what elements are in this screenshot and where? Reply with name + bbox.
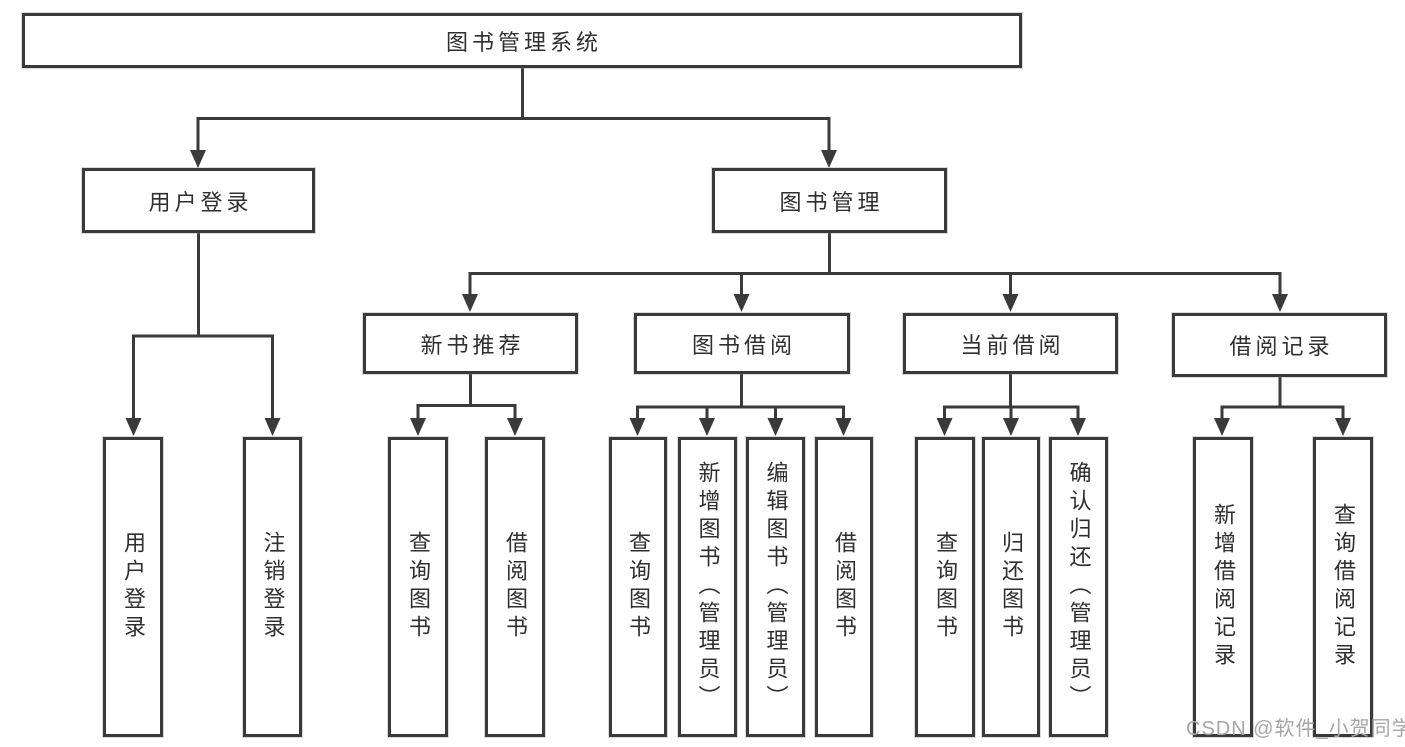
- node-label: 借阅图书: [832, 531, 857, 643]
- node-label: 用户登录: [121, 531, 146, 643]
- node-label: 归还图书: [999, 531, 1024, 643]
- leaf-logout: 注销登录: [243, 437, 302, 737]
- leaf-current-query-books: 查询图书: [915, 437, 975, 737]
- node-label: 当前借阅: [960, 332, 1065, 358]
- node-label: 编辑图书（管理员）: [763, 461, 789, 713]
- leaf-add-borrow-record: 新增借阅记录: [1193, 437, 1253, 737]
- node-label: 确认归还（管理员）: [1066, 461, 1092, 713]
- node-label: 新书推荐: [420, 332, 525, 358]
- leaf-new-book-query-books: 查询图书: [388, 437, 448, 737]
- leaf-return-books: 归还图书: [982, 437, 1040, 737]
- csdn-watermark: CSDN @软件_小贺同学: [1186, 718, 1405, 740]
- node-book-management: 图书管理: [712, 168, 947, 233]
- node-label: 查询图书: [626, 531, 651, 643]
- node-label: 查询图书: [933, 531, 958, 643]
- node-book-borrow: 图书借阅: [634, 313, 850, 374]
- leaf-user-login: 用户登录: [103, 437, 163, 737]
- node-library-management-system: 图书管理系统: [22, 13, 1022, 68]
- node-label: 新增图书（管理员）: [695, 461, 721, 713]
- node-label: 图书管理系统: [445, 29, 602, 55]
- node-label: 查询图书: [406, 531, 431, 643]
- leaf-confirm-return-admin: 确认归还（管理员）: [1049, 437, 1108, 737]
- leaf-edit-books-admin: 编辑图书（管理员）: [746, 437, 805, 737]
- leaf-borrow-books: 借阅图书: [815, 437, 873, 737]
- leaf-borrow-query-books: 查询图书: [609, 437, 667, 737]
- node-borrow-record: 借阅记录: [1172, 313, 1387, 377]
- node-label: 注销登录: [260, 531, 286, 643]
- leaf-query-borrow-record: 查询借阅记录: [1313, 437, 1373, 737]
- node-label: 查询借阅记录: [1331, 503, 1356, 671]
- node-current-borrow: 当前借阅: [903, 313, 1118, 374]
- node-new-book-recommend: 新书推荐: [363, 313, 578, 374]
- leaf-new-book-borrow-books: 借阅图书: [485, 437, 545, 737]
- node-user-login: 用户登录: [82, 168, 315, 233]
- node-label: 借阅图书: [503, 531, 528, 643]
- node-label: 新增借阅记录: [1211, 503, 1236, 671]
- node-label: 借阅记录: [1229, 334, 1334, 359]
- node-label: 图书借阅: [691, 332, 796, 358]
- leaf-add-books-admin: 新增图书（管理员）: [678, 437, 737, 737]
- node-label: 图书管理: [779, 189, 884, 215]
- node-label: 用户登录: [148, 189, 253, 215]
